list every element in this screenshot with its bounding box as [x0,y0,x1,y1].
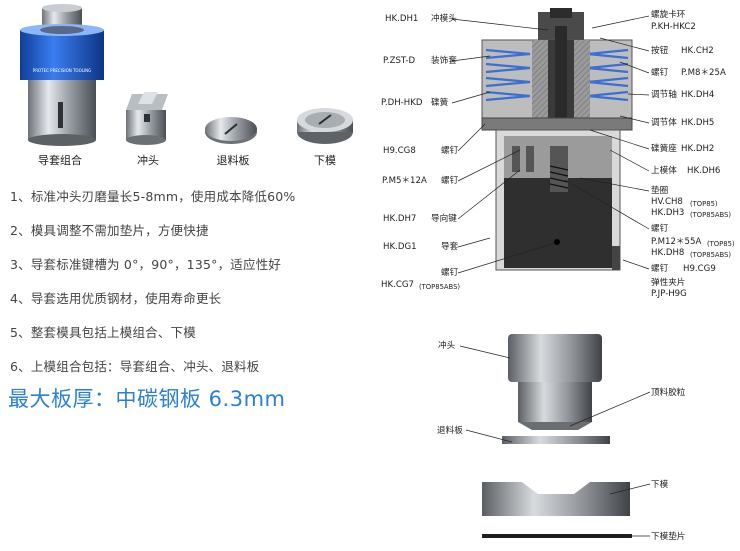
label-code: HK.DH5 [681,118,715,128]
label-name: 螺钉 [441,268,459,278]
label-name: 螺钉 [651,264,669,274]
label-name: 垫圈 [651,186,669,196]
leader-lines [451,15,650,274]
feature-item: 4、导套选用优质钢材，使用寿命更长 [10,291,222,306]
guide-assembly-photo: PROTEC PRECISION TOOLING [20,4,104,146]
label-code: HK.DG1 [383,242,417,252]
label-name: 碟簧座 [651,144,677,154]
label-code: HK.DH4 [681,90,715,100]
label-code: H9.CG9 [683,264,716,274]
label-code: (TOP85) [707,240,735,248]
label-code: HK.DH1 [385,14,419,24]
label-name: HK.DH3 [651,208,685,218]
disc-springs [485,48,629,102]
label-stripper-plate: 退料板 [437,426,463,436]
label-code: P.KH-HKC2 [651,22,696,32]
stripper-plate-photo [205,117,257,144]
feature-item: 2、模具调整不需加垫片，方便快捷 [10,223,209,238]
exploded-view [482,334,632,538]
label-code: P.ZST-D [383,56,416,66]
feature-item: 1、标准冲头刃磨量长5-8mm，使用成本降低60% [10,189,296,204]
label-name: 装饰套 [431,56,457,66]
label-code: (TOP85) [690,200,718,208]
label-lower-die-spacer: 下模垫片 [651,532,686,542]
label-name: 导套 [441,242,459,252]
label-code: (TOP85ABS) [690,211,732,219]
label-name: 导向键 [431,214,457,224]
label-name: P.M12＊55A [651,237,702,247]
guide-engraving: PROTEC PRECISION TOOLING [33,68,91,73]
caption-stripper-plate: 退料板 [216,154,250,167]
exploded-leader-lines [459,345,651,537]
label-name: 螺旋卡环 [651,10,686,20]
label-name: HK.DH8 [651,248,685,258]
lower-die-photo [297,108,353,144]
label-name: P.JP-H9G [651,289,687,299]
label-name: 碟簧 [431,98,449,108]
max-thickness-heading: 最大板厚：中碳钢板 6.3mm [8,387,286,411]
label-name: 调节体 [651,118,677,128]
label-code: P.DH-HKD [381,98,423,108]
caption-punch: 冲头 [137,154,159,167]
label-code: P.M8＊25A [681,68,726,78]
label-code: HK.DH2 [681,144,715,154]
feature-item: 3、导套标准键槽为 0°，90°，135°，适应性好 [10,257,282,272]
label-name: 按钮 [651,46,669,56]
label-code: HK.DH6 [687,166,721,176]
caption-guide-assembly: 导套组合 [38,154,82,167]
label-ejector-pin: 顶料胶粒 [651,388,686,398]
label-code: H9.CG8 [383,146,416,156]
label-name: (TOP85ABS) [419,283,461,291]
label-name: 弹性夹片 [651,278,686,288]
label-code: HK.CH2 [681,46,714,56]
label-name: 螺钉 [651,224,669,234]
label-code: (TOP85ABS) [690,251,732,259]
label-name: 螺钉 [441,176,459,186]
label-name: 螺钉 [651,68,669,78]
label-name: 上模体 [651,166,677,176]
label-code: P.M5＊12A [382,176,427,186]
label-name: HV.CH8 [651,197,683,207]
feature-item: 6、上模组合包括：导套组合、冲头、退料板 [10,359,260,374]
feature-item: 5、整套模具包括上模组合、下模 [10,325,196,340]
label-name: 调节轴 [651,90,677,100]
label-punch: 冲头 [438,341,456,351]
label-lower-die: 下模 [651,480,669,490]
label-name: 螺钉 [441,146,459,156]
punch-photo [126,92,168,145]
label-name: 冲模头 [431,14,457,24]
caption-lower-die: 下模 [314,154,336,167]
label-code: HK.CG7 [381,280,414,290]
label-code: HK.DH7 [383,214,417,224]
